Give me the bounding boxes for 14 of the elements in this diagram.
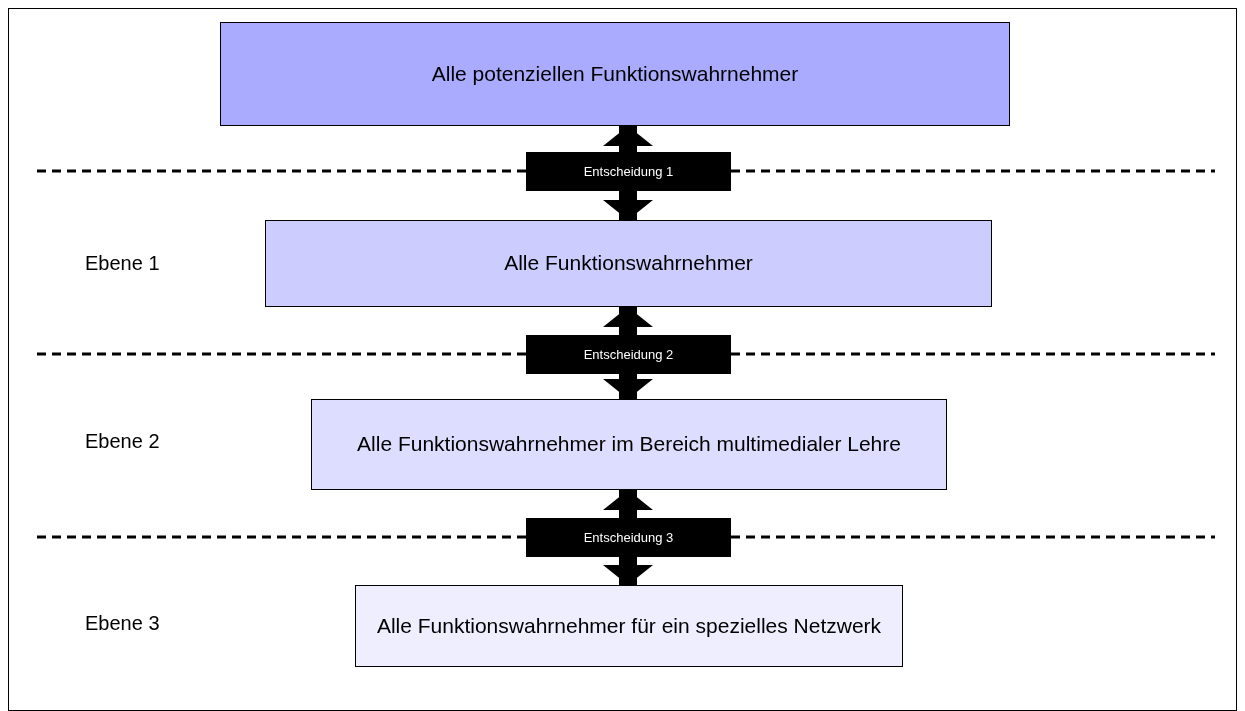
process-box — [265, 220, 992, 307]
box-text: Alle Funktionswahrnehmer im Bereich multimedialer Lehre — [357, 431, 901, 458]
level-label: Ebene 2 — [85, 430, 160, 453]
edge-label: Entscheidung 2 — [526, 335, 731, 374]
level-label: Ebene 1 — [85, 252, 160, 275]
process-box — [311, 399, 947, 490]
process-box — [355, 585, 903, 667]
edge-label: Entscheidung 3 — [526, 518, 731, 557]
box-text: Alle potenziellen Funktionswahrnehmer — [431, 60, 799, 87]
box-text: Alle Funktionswahrnehmer für ein spezielles Netzwerk — [376, 612, 882, 639]
level-label: Ebene 3 — [85, 612, 160, 635]
process-box — [220, 22, 1010, 126]
box-text: Alle Funktionswahrnehmer — [504, 250, 753, 277]
edge-label: Entscheidung 1 — [526, 152, 731, 191]
